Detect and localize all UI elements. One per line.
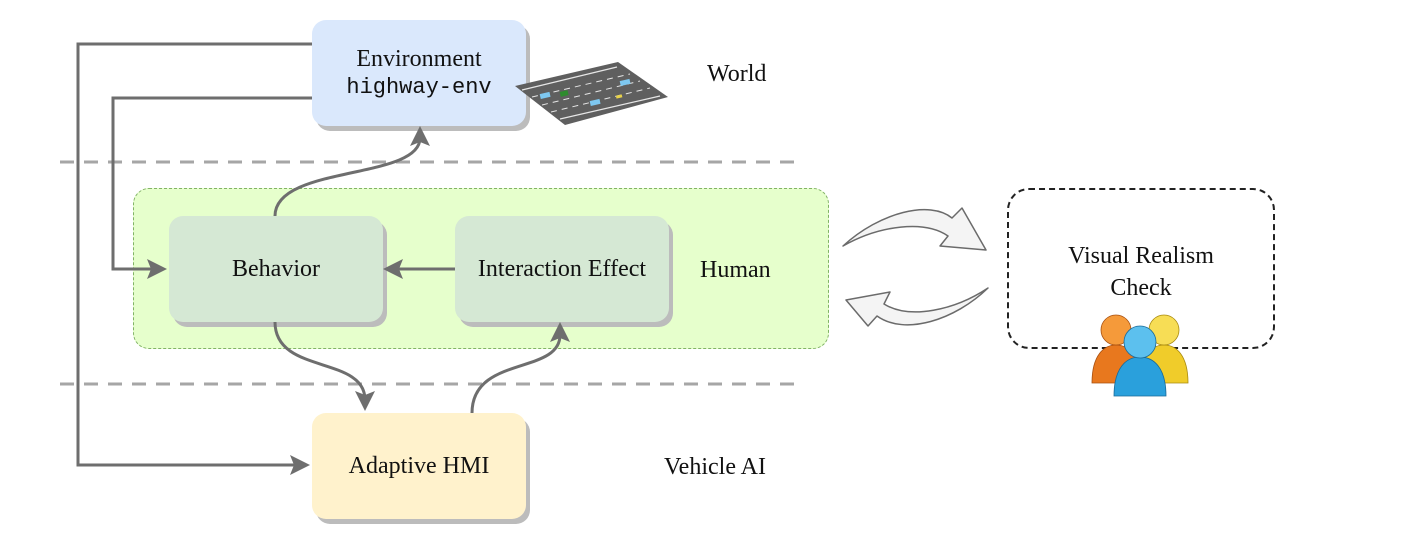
interaction-effect-node: Interaction Effect (455, 216, 669, 322)
user-group-icon (1091, 314, 1189, 397)
environment-subtitle: highway-env (346, 75, 492, 100)
car-green (559, 90, 569, 97)
road-edge-bottom (559, 95, 661, 120)
arrowhead-behavior (147, 259, 167, 279)
adaptive-hmi-node: Adaptive HMI (312, 413, 526, 519)
env-to-hmi-arrow (76, 42, 312, 467)
interaction-effect-label: Interaction Effect (477, 256, 647, 282)
behavior-to-env-arrow (273, 137, 422, 217)
behavior-to-hmi-arrow (273, 321, 367, 401)
road-edge-top (521, 66, 618, 91)
environment-node: Environment highway-env (312, 20, 526, 126)
car-yellow (615, 94, 623, 99)
cycle-arrow-bottom (845, 287, 989, 327)
road-surface (515, 62, 668, 125)
arrowhead-hmi (290, 455, 310, 475)
realism-check-label: Visual Realism Check (1007, 240, 1275, 304)
arrowhead-behavior-left (383, 259, 403, 279)
lane-marker-3 (550, 87, 651, 113)
cycle-arrow-icon (842, 207, 989, 327)
highway-road-icon (515, 62, 668, 125)
human-layer-label: Human (700, 257, 771, 283)
realism-check-line2: Check (1110, 275, 1172, 301)
lane-marker-2 (541, 80, 641, 106)
behavior-label: Behavior (232, 256, 320, 282)
arrowhead-env (410, 126, 430, 146)
environment-title: Environment (356, 46, 482, 72)
arrowhead-interaction (550, 322, 570, 342)
arrowhead-hmi-top (355, 391, 375, 411)
world-layer-label: World (707, 61, 767, 87)
behavior-node: Behavior (169, 216, 383, 322)
user-center-icon (1113, 325, 1167, 397)
realism-check-line1: Visual Realism (1068, 243, 1214, 269)
env-to-behavior-arrow (111, 96, 312, 271)
adaptive-hmi-label: Adaptive HMI (348, 453, 490, 479)
cycle-arrow-top (842, 207, 987, 251)
hmi-to-interaction-arrow (470, 334, 562, 414)
vehicle-ai-layer-label: Vehicle AI (664, 454, 766, 480)
car-blue-1 (539, 91, 551, 100)
car-blue-3 (589, 98, 601, 107)
car-blue-2 (619, 78, 631, 87)
